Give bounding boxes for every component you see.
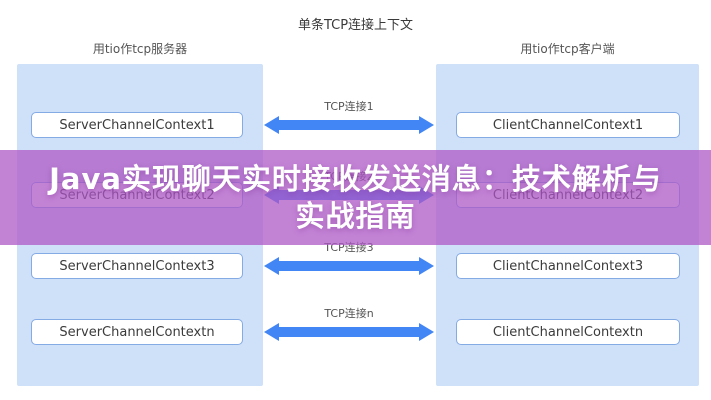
double-arrow-icon (264, 257, 434, 275)
client-channel-box: ClientChannelContext3 (456, 253, 680, 279)
arrow-right-head (419, 323, 434, 341)
connection-row-3: TCP连接3 ServerChannelContext3 ClientChann… (0, 239, 711, 301)
arrow-shaft (277, 327, 421, 337)
double-arrow-icon (264, 323, 434, 341)
arrow-left-head (264, 323, 279, 341)
server-panel-header: 用tio作tcp服务器 (92, 42, 188, 56)
client-channel-box: ClientChannelContextn (456, 319, 680, 345)
client-channel-box: ClientChannelContext1 (456, 112, 680, 138)
arrow-right-head (419, 257, 434, 275)
server-channel-box: ServerChannelContext3 (31, 253, 243, 279)
arrow-shaft (277, 261, 421, 271)
arrow-shaft (277, 120, 421, 130)
connection-row-n: TCP连接n ServerChannelContextn ClientChann… (0, 305, 711, 367)
arrow-left-head (264, 116, 279, 134)
page-title: 单条TCP连接上下文 (297, 18, 414, 33)
banner-title-line2: 实战指南 (295, 198, 416, 233)
tcp-connection-label: TCP连接1 (324, 100, 374, 113)
server-channel-box: ServerChannelContextn (31, 319, 243, 345)
connection-row-1: TCP连接1 ServerChannelContext1 ClientChann… (0, 98, 711, 160)
server-channel-box: ServerChannelContext1 (31, 112, 243, 138)
banner-title-line1: Java实现聊天实时接收发送消息：技术解析与 (49, 161, 662, 196)
arrow-left-head (264, 257, 279, 275)
article-title-banner: Java实现聊天实时接收发送消息：技术解析与 实战指南 (0, 150, 711, 245)
client-panel-header: 用tio作tcp客户端 (520, 42, 615, 56)
tcp-connection-label: TCP连接n (324, 307, 374, 320)
double-arrow-icon (264, 116, 434, 134)
arrow-right-head (419, 116, 434, 134)
